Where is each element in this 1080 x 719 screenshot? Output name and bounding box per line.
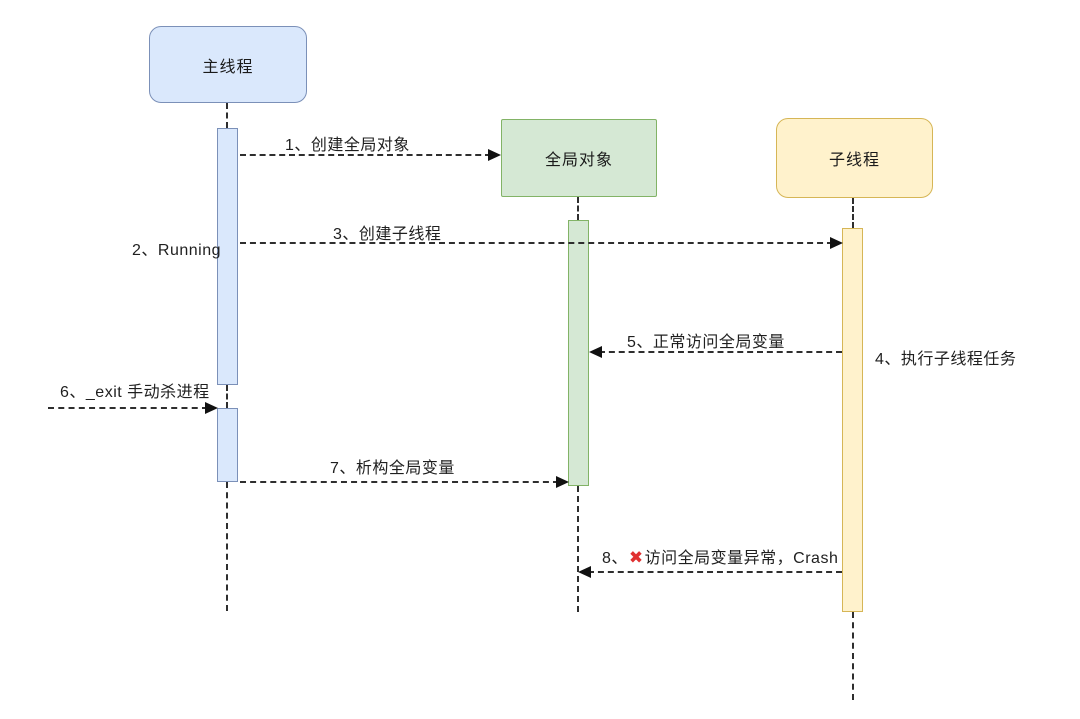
activation-bar-child-thread bbox=[842, 228, 863, 612]
actor-box-main-thread: 主线程 bbox=[149, 26, 307, 103]
message-label-8-prefix: 8、 bbox=[602, 550, 628, 567]
lifeline-global-object-seg1 bbox=[577, 197, 579, 220]
lifeline-global-object-seg2 bbox=[577, 486, 579, 612]
message-line-8 bbox=[588, 571, 842, 573]
message-label-2: 2、Running bbox=[132, 242, 222, 259]
arrowhead-left-icon bbox=[589, 346, 602, 358]
arrowhead-right-icon bbox=[205, 402, 218, 414]
message-label-3: 3、创建子线程 bbox=[333, 226, 442, 243]
message-label-7: 7、析构全局变量 bbox=[330, 460, 455, 477]
message-line-3 bbox=[240, 242, 833, 244]
actor-label-child-thread: 子线程 bbox=[828, 152, 880, 169]
actor-label-global-object: 全局对象 bbox=[544, 152, 613, 169]
actor-box-child-thread: 子线程 bbox=[776, 118, 933, 198]
message-label-1: 1、创建全局对象 bbox=[285, 137, 410, 154]
lifeline-child-thread-seg2 bbox=[852, 612, 854, 700]
arrowhead-right-icon bbox=[556, 476, 569, 488]
actor-box-global-object: 全局对象 bbox=[501, 119, 657, 197]
message-line-5 bbox=[599, 351, 842, 353]
activation-bar-main-thread-2 bbox=[217, 408, 238, 482]
lifeline-main-thread-seg3 bbox=[226, 482, 228, 611]
arrowhead-right-icon bbox=[488, 149, 501, 161]
actor-label-main-thread: 主线程 bbox=[202, 58, 254, 76]
crash-cross-icon: ✖ bbox=[628, 548, 644, 567]
message-line-7 bbox=[240, 481, 559, 483]
lifeline-main-thread-seg1 bbox=[226, 103, 228, 128]
message-label-5: 5、正常访问全局变量 bbox=[627, 334, 785, 351]
message-label-8-suffix: 访问全局变量异常，Crash bbox=[644, 550, 839, 567]
activation-bar-global-object bbox=[568, 220, 589, 486]
arrowhead-left-icon bbox=[578, 566, 591, 578]
message-label-6: 6、_exit 手动杀进程 bbox=[60, 384, 210, 401]
message-line-6 bbox=[48, 407, 208, 409]
activation-bar-main-thread-1 bbox=[217, 128, 238, 385]
message-label-8: 8、✖访问全局变量异常，Crash bbox=[602, 544, 838, 568]
lifeline-child-thread-seg1 bbox=[852, 198, 854, 228]
message-line-1 bbox=[240, 154, 491, 156]
lifeline-main-thread-seg2 bbox=[226, 385, 228, 408]
message-label-4: 4、执行子线程任务 bbox=[875, 351, 1017, 368]
arrowhead-right-icon bbox=[830, 237, 843, 249]
